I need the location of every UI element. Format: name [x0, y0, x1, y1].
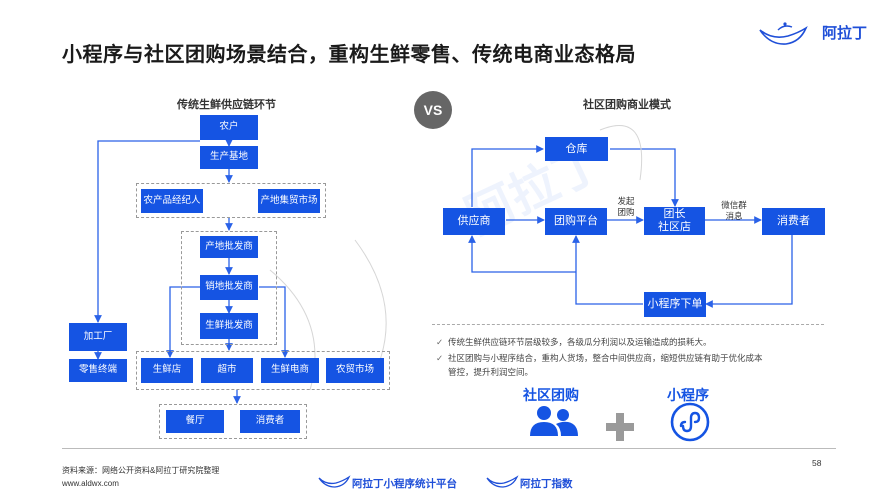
- vs-badge: VS: [414, 91, 452, 129]
- node-supermarket: 超市: [201, 358, 253, 383]
- plus-icon: [606, 413, 634, 441]
- left-diagram-title: 传统生鲜供应链环节: [177, 99, 276, 111]
- page-title: 小程序与社区团购场景结合，重构生鲜零售、传统电商业态格局: [62, 44, 636, 66]
- node-farm-market: 农贸市场: [326, 358, 384, 383]
- lamp-icon: [486, 475, 519, 488]
- node-supplier: 供应商: [443, 208, 505, 235]
- node-fresh-store: 生鲜店: [141, 358, 193, 383]
- miniprogram-logo-icon: [670, 402, 710, 442]
- footer-brand-stats: 阿拉丁小程序统计平台: [352, 478, 457, 490]
- community-group-label: 社区团购: [523, 387, 579, 403]
- node-consumer-left: 消费者: [240, 410, 300, 433]
- bullet-item-1: ✓ 传统生鲜供应链环节层级较多，各级瓜分利润以及运输造成的损耗大。: [436, 337, 712, 347]
- footer-line: [62, 448, 836, 449]
- node-sales-wholesaler: 销地批发商: [200, 275, 258, 300]
- dashed-group-consumers: [159, 404, 307, 439]
- page-number: 58: [812, 458, 822, 468]
- right-diagram-title: 社区团购商业模式: [583, 99, 671, 111]
- check-icon: ✓: [436, 353, 444, 363]
- aladdin-lamp-logo-icon: [759, 22, 808, 45]
- node-group-leader: 团长 社区店: [644, 207, 705, 235]
- node-warehouse: 仓库: [545, 137, 608, 161]
- people-icon: [530, 406, 578, 436]
- node-factory: 加工厂: [69, 323, 127, 351]
- node-group-leader-line2: 社区店: [658, 221, 691, 233]
- bullet-item-2: ✓ 社区团购与小程序结合，重构人货场，整合中间供应商，缩短供应链有助于优化成本: [436, 353, 763, 363]
- node-group-platform: 团购平台: [545, 208, 607, 235]
- node-fresh-wholesaler: 生鲜批发商: [200, 313, 258, 339]
- dashed-group-middlemen: [136, 183, 326, 218]
- miniprogram-label: 小程序: [667, 387, 709, 403]
- footer-brand-index: 阿拉丁指数: [520, 478, 573, 490]
- logo-text: 阿拉丁: [822, 25, 868, 42]
- node-restaurant: 餐厅: [166, 410, 224, 433]
- node-consumer-right: 消费者: [762, 208, 825, 235]
- node-origin-market: 产地集贸市场: [258, 189, 320, 213]
- node-retail-terminal: 零售终端: [69, 359, 127, 382]
- check-icon: ✓: [436, 337, 444, 347]
- node-production-base: 生产基地: [200, 146, 258, 169]
- node-fresh-ecommerce: 生鲜电商: [261, 358, 319, 383]
- node-farmer: 农户: [200, 115, 258, 140]
- source-note: 资料来源：网络公开资料&阿拉丁研究院整理: [62, 466, 220, 475]
- bullet-item-2-cont: 管控，提升利润空间。: [448, 367, 534, 377]
- node-miniprogram-order: 小程序下单: [644, 292, 706, 317]
- node-origin-wholesaler: 产地批发商: [200, 236, 258, 258]
- lamp-icon: [318, 475, 351, 488]
- dashed-group-retail: [136, 351, 390, 390]
- node-broker: 农产品经纪人: [141, 189, 203, 213]
- edge-label-initiate: 发起 团购: [617, 196, 635, 217]
- node-group-leader-line1: 团长: [663, 208, 686, 221]
- bullet-separator: [432, 324, 824, 325]
- dashed-group-wholesalers: [181, 231, 277, 345]
- website-link[interactable]: www.aldwx.com: [62, 479, 119, 488]
- edge-label-wechat: 微信群 消息: [721, 200, 747, 221]
